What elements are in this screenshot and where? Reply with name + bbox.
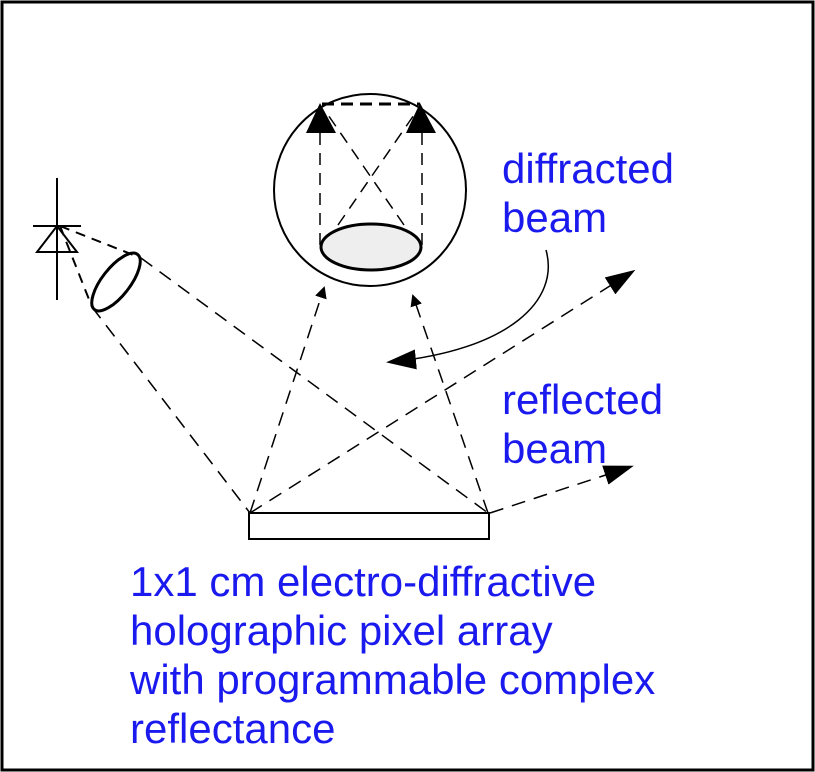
retina-arrow-right-icon: [406, 103, 436, 133]
laser-diode-icon: [33, 178, 81, 300]
label-array-line2: holographic pixel array: [130, 607, 553, 654]
label-diffracted: diffracted: [502, 145, 674, 192]
diffracted-beams: [249, 286, 489, 514]
label-reflected: reflected: [502, 376, 663, 423]
pixel-array-icon: [248, 512, 490, 540]
eye-circle-icon: [273, 93, 467, 287]
incident-beam: [91, 257, 489, 514]
eye-lens-icon: [319, 222, 423, 272]
label-array-line4: reflectance: [130, 705, 335, 752]
label-diffracted-beam: beam: [502, 194, 607, 241]
reflected-beams: [249, 269, 636, 514]
diode-beam-cone: [59, 225, 142, 308]
eye-internal-rays: [319, 108, 423, 245]
curved-indicator-arrow: [386, 249, 549, 370]
label-array-line3: with programmable complex: [129, 656, 655, 703]
label-reflected-beam: beam: [502, 425, 607, 472]
retina-arrow-left-icon: [306, 103, 336, 133]
label-array-line1: 1x1 cm electro-diffractive: [130, 558, 596, 605]
